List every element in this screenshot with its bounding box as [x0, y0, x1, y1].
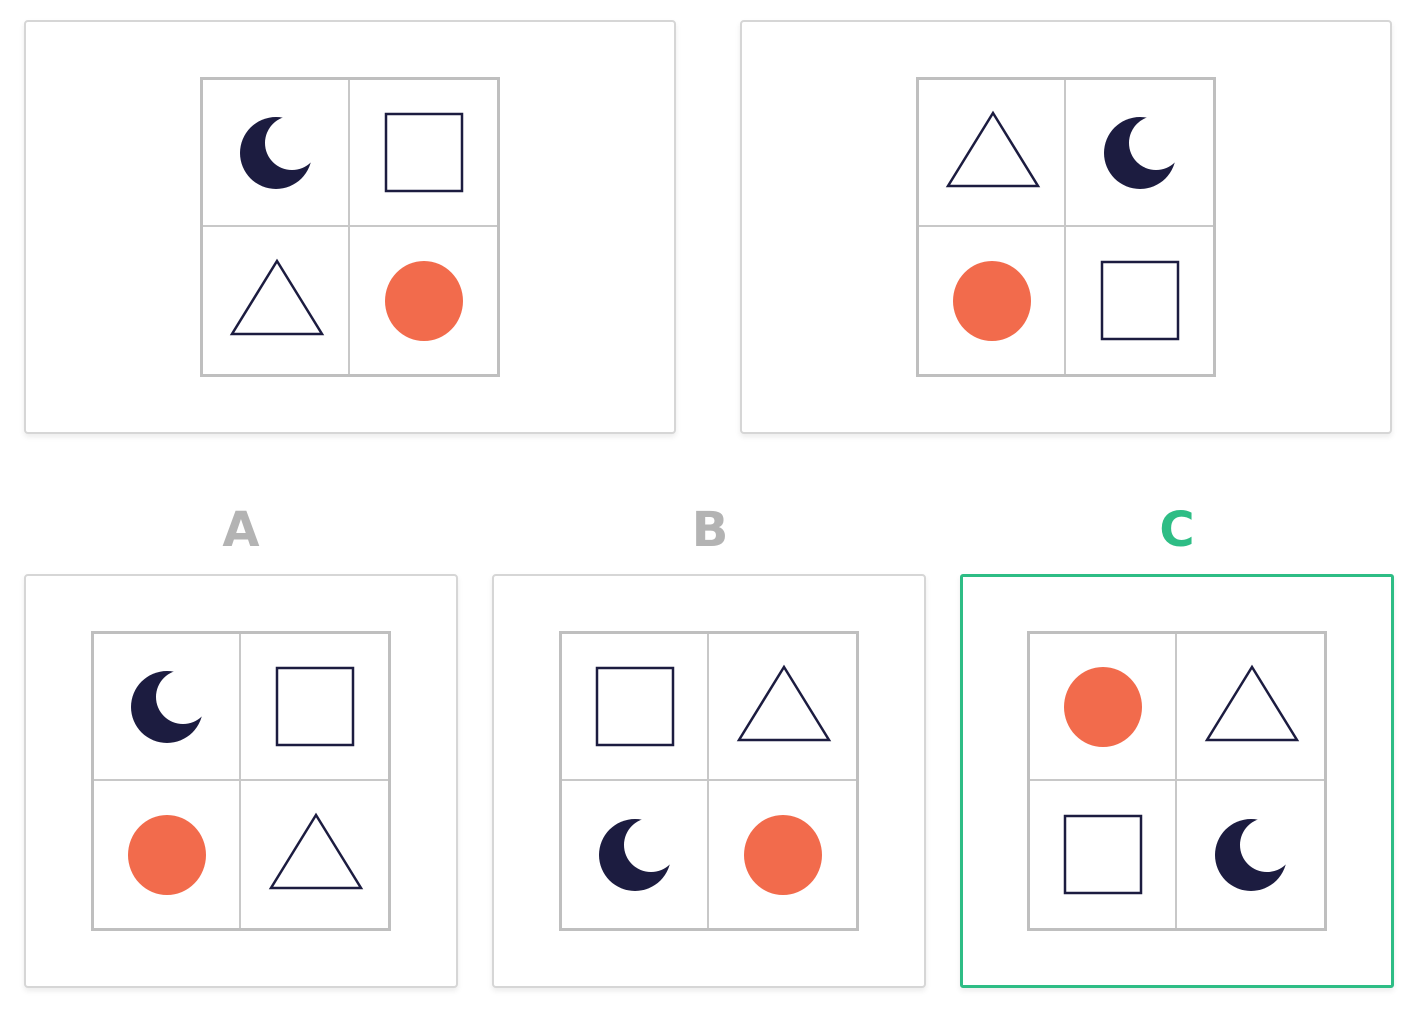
moon-icon: [585, 805, 685, 905]
triangle-icon: [1201, 657, 1301, 757]
moon-icon: [1201, 805, 1301, 905]
grid-cell: [203, 80, 350, 227]
grid-cell: [1030, 634, 1177, 781]
grid-cell: [709, 781, 856, 928]
triangle-icon: [226, 251, 326, 351]
grid-cell: [1066, 227, 1213, 374]
option-b-card[interactable]: [492, 574, 926, 988]
grid-cell: [1030, 781, 1177, 928]
option-a-grid: [91, 631, 391, 931]
example-card-1: [24, 20, 676, 434]
square-icon: [1053, 805, 1153, 905]
grid-cell: [919, 80, 1066, 227]
example-grid-1: [200, 77, 500, 377]
moon-icon: [1090, 103, 1190, 203]
grid-cell: [203, 227, 350, 374]
grid-cell: [241, 634, 388, 781]
grid-cell: [1177, 781, 1324, 928]
circle-icon: [733, 805, 833, 905]
square-icon: [374, 103, 474, 203]
square-icon: [585, 657, 685, 757]
square-icon: [265, 657, 365, 757]
option-a-label: A: [222, 502, 260, 558]
grid-cell: [350, 227, 497, 374]
example-card-2: [740, 20, 1392, 434]
option-b-label: B: [691, 502, 729, 558]
triangle-icon: [733, 657, 833, 757]
grid-cell: [350, 80, 497, 227]
example-grid-2: [916, 77, 1216, 377]
triangle-icon: [265, 805, 365, 905]
grid-cell: [1177, 634, 1324, 781]
moon-icon: [226, 103, 326, 203]
grid-cell: [94, 634, 241, 781]
option-c-card[interactable]: [960, 574, 1394, 988]
grid-cell: [562, 781, 709, 928]
triangle-icon: [942, 103, 1042, 203]
grid-cell: [1066, 80, 1213, 227]
square-icon: [1090, 251, 1190, 351]
circle-icon: [374, 251, 474, 351]
grid-cell: [241, 781, 388, 928]
moon-icon: [117, 657, 217, 757]
grid-cell: [709, 634, 856, 781]
circle-icon: [117, 805, 217, 905]
circle-icon: [942, 251, 1042, 351]
option-a-card[interactable]: [24, 574, 458, 988]
grid-cell: [919, 227, 1066, 374]
circle-icon: [1053, 657, 1153, 757]
option-c-grid: [1027, 631, 1327, 931]
option-c-label: C: [1159, 502, 1195, 558]
grid-cell: [94, 781, 241, 928]
grid-cell: [562, 634, 709, 781]
option-b-grid: [559, 631, 859, 931]
